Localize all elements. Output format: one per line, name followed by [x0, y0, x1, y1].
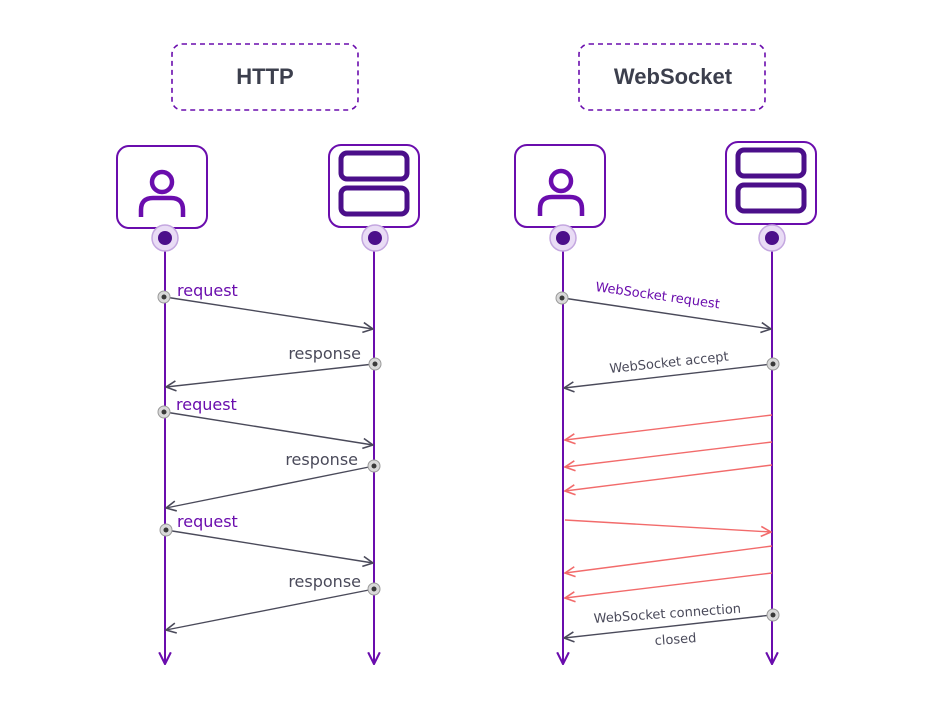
http-response-arrow — [166, 363, 375, 387]
ws-close-arrow — [564, 614, 773, 638]
websocket-title: WebSocket — [614, 64, 733, 89]
http-response-label: response — [288, 572, 361, 591]
ws-server-push-arrow — [565, 572, 773, 598]
ws-request-label: WebSocket request — [594, 280, 720, 312]
http-response-label: response — [285, 450, 358, 469]
ws-request-arrow — [562, 297, 771, 329]
http-response-arrow — [166, 588, 375, 630]
websocket-title-box — [578, 43, 766, 111]
http-client-box — [116, 145, 208, 252]
ws-server-push-arrow — [565, 545, 773, 573]
http-title-box — [171, 43, 359, 111]
ws-server-push-arrow — [565, 464, 773, 491]
http-request-arrow — [165, 529, 373, 563]
user-icon — [537, 168, 585, 216]
http-request-label: request — [176, 395, 237, 414]
http-request-label: request — [177, 512, 238, 531]
ws-accept-arrow — [564, 363, 773, 388]
http-request-arrow — [164, 296, 373, 329]
ws-server-push-arrow — [565, 414, 773, 440]
http-response-label: response — [288, 344, 361, 363]
http-server-box — [328, 144, 420, 252]
ws-server-box — [725, 141, 817, 252]
ws-accept-label: WebSocket accept — [609, 350, 730, 377]
server-icon — [338, 150, 410, 217]
websocket-section: WebSocket WebSocket reques — [514, 43, 817, 664]
ws-close-label-line2: closed — [654, 631, 697, 649]
http-section: HTTP request — [116, 43, 420, 664]
http-response-arrow — [166, 465, 375, 508]
ws-client-push-arrow — [564, 519, 771, 532]
ws-client-box — [514, 144, 606, 252]
http-title: HTTP — [236, 64, 293, 89]
user-icon — [138, 169, 186, 217]
ws-server-push-arrow — [565, 441, 773, 467]
ws-close-label-line1: WebSocket connection — [593, 602, 741, 627]
server-icon — [735, 147, 807, 214]
http-request-arrow — [164, 411, 373, 445]
http-request-label: request — [177, 281, 238, 300]
